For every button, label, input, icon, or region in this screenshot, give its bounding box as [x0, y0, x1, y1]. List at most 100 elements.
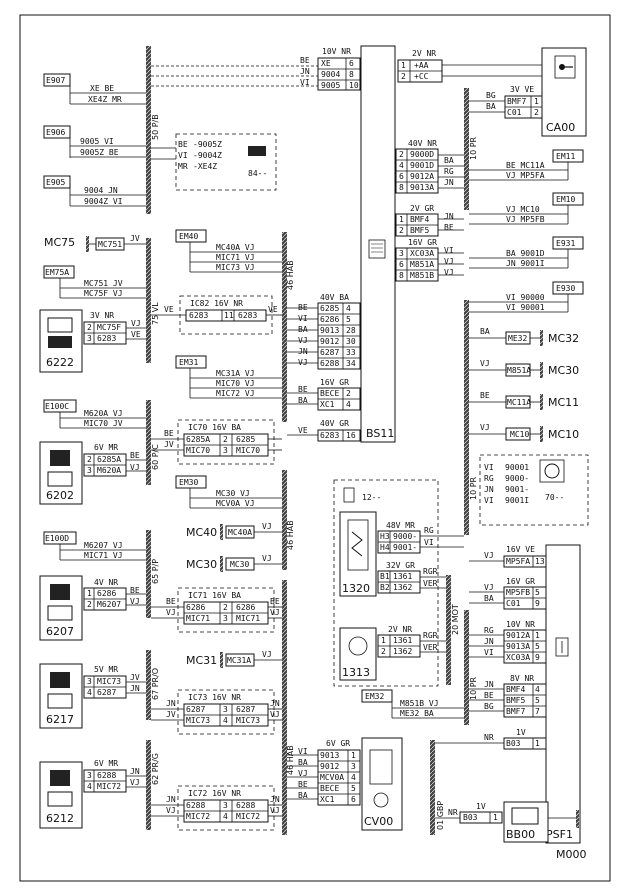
svg-text:3: 3	[87, 771, 92, 780]
svg-text:JV: JV	[166, 710, 176, 719]
em75a-group: EM75A MC751 JV MC75F VJ	[43, 265, 146, 299]
svg-text:BA: BA	[486, 102, 496, 111]
svg-text:5: 5	[535, 642, 540, 651]
svg-text:MIC71 VJ: MIC71 VJ	[216, 253, 255, 262]
svg-text:M620A VJ: M620A VJ	[84, 409, 123, 418]
svg-text:JN: JN	[166, 699, 176, 708]
svg-text:2V GR: 2V GR	[410, 204, 434, 213]
svg-text:JN: JN	[444, 212, 454, 221]
e930-group: E930 VI 90000 VI 90001	[469, 281, 584, 313]
em40-group: EM40 MC40A VJ MIC71 VJ MIC73 VJ	[175, 229, 282, 273]
svg-text:VJ: VJ	[444, 268, 454, 277]
svg-text:9012: 9012	[320, 337, 339, 346]
svg-text:BA: BA	[480, 327, 490, 336]
svg-text:8V NR: 8V NR	[510, 674, 534, 683]
svg-text:NR: NR	[448, 808, 458, 817]
svg-text:2V NR: 2V NR	[388, 625, 412, 634]
svg-text:6285A: 6285A	[186, 435, 210, 444]
svg-text:1: 1	[381, 636, 386, 645]
bus-pr10c-label: 10 PR	[469, 676, 478, 700]
battery-icon	[511, 807, 539, 825]
door-icon-2	[47, 471, 73, 487]
svg-text:9005Z BE: 9005Z BE	[80, 148, 119, 157]
svg-text:6287: 6287	[320, 348, 339, 357]
svg-text:48V MR: 48V MR	[386, 521, 415, 530]
svg-text:40V BA: 40V BA	[320, 293, 349, 302]
svg-text:PSF1: PSF1	[546, 828, 573, 841]
svg-text:3: 3	[223, 614, 228, 623]
svg-text:2: 2	[399, 226, 404, 235]
em11-group: EM11 BE MC11A VJ MP5FA	[469, 149, 584, 181]
svg-text:JN: JN	[484, 637, 494, 646]
svg-text:MIC71: MIC71	[186, 614, 210, 623]
svg-text:MC751 JV: MC751 JV	[84, 279, 123, 288]
svg-text:VE: VE	[164, 305, 174, 314]
svg-text:9000-: 9000-	[393, 532, 417, 541]
svg-text:9004Z VI: 9004Z VI	[84, 197, 123, 206]
e906-group: E906 9005 VI 9005Z BE	[43, 125, 146, 158]
svg-text:6283: 6283	[189, 311, 208, 320]
svg-text:VJ: VJ	[298, 336, 308, 345]
svg-text:VE: VE	[268, 305, 278, 314]
svg-text:MC30 VJ: MC30 VJ	[216, 489, 250, 498]
svg-text:BE: BE	[270, 597, 280, 606]
svg-text:JN: JN	[270, 699, 280, 708]
svg-text:1313: 1313	[342, 666, 370, 679]
svg-text:10V NR: 10V NR	[506, 620, 535, 629]
svg-text:XC1: XC1	[320, 400, 335, 409]
svg-text:MC10: MC10	[510, 430, 529, 439]
bus-gbp01	[430, 740, 435, 835]
svg-text:-XE4Z: -XE4Z	[193, 162, 217, 171]
svg-text:6202: 6202	[46, 489, 74, 502]
svg-text:4: 4	[87, 688, 92, 697]
svg-text:MIC71: MIC71	[236, 614, 260, 623]
svg-text:9: 9	[535, 599, 540, 608]
svg-text:M851B: M851B	[410, 271, 434, 280]
svg-text:IC70 16V BA: IC70 16V BA	[188, 423, 241, 432]
svg-text:1: 1	[535, 631, 540, 640]
svg-text:34: 34	[346, 359, 356, 368]
svg-text:MC11A: MC11A	[507, 398, 531, 407]
e100d-group: E100D M6207 VJ MIC71 VJ	[43, 531, 146, 561]
svg-text:MC75F: MC75F	[97, 323, 121, 332]
svg-text:2: 2	[87, 455, 92, 464]
svg-text:RG: RG	[484, 474, 494, 483]
svg-text:BA: BA	[298, 396, 308, 405]
svg-text:E931: E931	[556, 239, 575, 248]
svg-text:2: 2	[87, 323, 92, 332]
e931-group: E931 BA 9001D JN 9001I	[469, 236, 584, 269]
svg-text:VI: VI	[484, 463, 494, 472]
svg-text:9005: 9005	[321, 81, 340, 90]
svg-text:4: 4	[87, 782, 92, 791]
svg-text:6288: 6288	[186, 801, 205, 810]
svg-text:VI: VI	[298, 314, 308, 323]
svg-text:9012A: 9012A	[410, 172, 434, 181]
svg-text:28: 28	[346, 326, 356, 335]
svg-text:-9004Z: -9004Z	[193, 151, 222, 160]
svg-text:E100D: E100D	[45, 534, 69, 543]
svg-text:BE: BE	[298, 385, 308, 394]
svg-text:4: 4	[223, 716, 228, 725]
door-icon-4	[47, 693, 73, 709]
center-grounds: MC40 MC40A VJ MC30 MC30 VJ MC31 MC31A VJ	[186, 522, 282, 668]
bus-gbp01-label: 01 GBP	[436, 801, 445, 830]
svg-text:9013A: 9013A	[506, 642, 530, 651]
svg-text:6286: 6286	[236, 603, 255, 612]
svg-text:9000-: 9000-	[505, 474, 529, 483]
svg-text:BG: BG	[484, 702, 494, 711]
svg-text:XE BE: XE BE	[90, 84, 114, 93]
svg-text:RG: RG	[484, 626, 494, 635]
svg-text:2: 2	[87, 600, 92, 609]
sensor-icon	[348, 636, 368, 656]
door-icon-5	[47, 791, 73, 807]
svg-text:MC40A: MC40A	[228, 528, 252, 537]
svg-text:9013: 9013	[320, 326, 339, 335]
svg-text:M851A: M851A	[507, 366, 531, 375]
psf1-body	[545, 544, 581, 844]
